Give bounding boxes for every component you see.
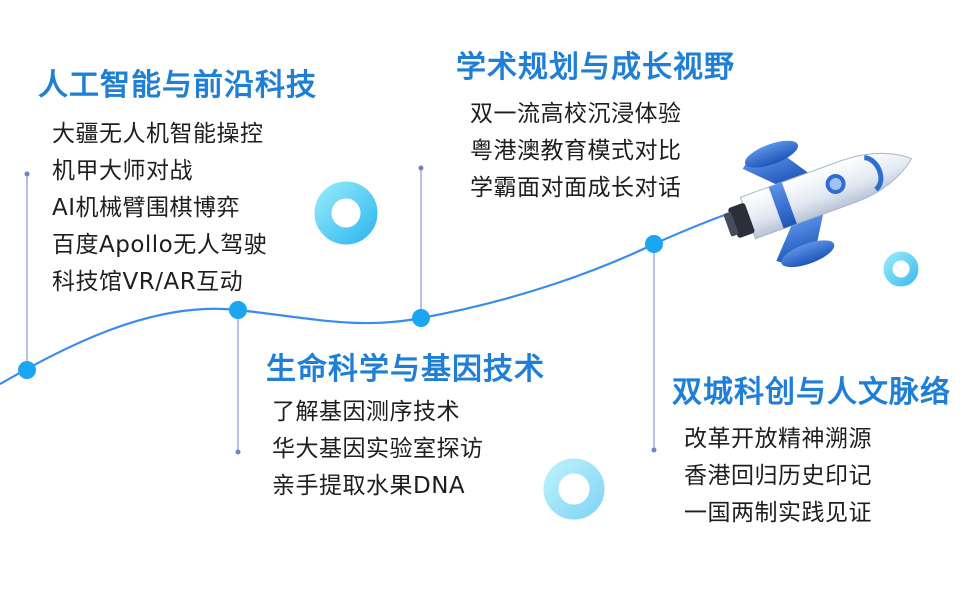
list-item: 大疆无人机智能操控 <box>52 121 264 147</box>
section-title: 学术规划与成长视野 <box>456 50 735 85</box>
section-title: 双城科创与人文脉络 <box>672 375 951 410</box>
section-dual-city: 双城科创与人文脉络 改革开放精神溯源 香港回归历史印记 一国两制实践见证 <box>672 375 951 532</box>
list-item: 科技馆VR/AR互动 <box>52 269 244 295</box>
list-item: 了解基因测序技术 <box>272 399 460 425</box>
list-item: 学霸面对面成长对话 <box>470 175 682 201</box>
timeline-dot-bio <box>229 301 247 319</box>
timeline-dot-plan <box>412 309 430 327</box>
list-item: 改革开放精神溯源 <box>684 426 872 452</box>
list-item: 百度Apollo无人驾驶 <box>52 232 268 258</box>
list-item: 一国两制实践见证 <box>684 500 872 526</box>
connector-cap-bio <box>235 449 241 455</box>
list-item: 机甲大师对战 <box>52 158 193 184</box>
list-item: 粤港澳教育模式对比 <box>470 138 682 164</box>
connector-cap-ai <box>24 171 30 177</box>
list-item: AI机械臂围棋博弈 <box>52 195 241 221</box>
section-academic-planning: 学术规划与成长视野 双一流高校沉浸体验 粤港澳教育模式对比 学霸面对面成长对话 <box>456 50 735 207</box>
timeline-dot-ai <box>18 361 36 379</box>
ring-decoration-1 <box>314 181 378 245</box>
rocket-icon <box>723 140 913 268</box>
section-ai-tech: 人工智能与前沿科技 大疆无人机智能操控 机甲大师对战 AI机械臂围棋博弈 百度A… <box>38 68 317 301</box>
section-title: 生命科学与基因技术 <box>266 352 545 387</box>
ring-decoration-3 <box>543 458 605 520</box>
section-life-science: 生命科学与基因技术 了解基因测序技术 华大基因实验室探访 亲手提取水果DNA <box>266 352 545 505</box>
section-items: 大疆无人机智能操控 机甲大师对战 AI机械臂围棋博弈 百度Apollo无人驾驶 … <box>52 116 317 301</box>
connector-cap-plan <box>418 165 424 171</box>
list-item: 香港回归历史印记 <box>684 463 872 489</box>
connector-cap-city <box>651 447 657 453</box>
list-item: 亲手提取水果DNA <box>272 473 466 499</box>
section-title: 人工智能与前沿科技 <box>38 68 317 103</box>
section-items: 改革开放精神溯源 香港回归历史印记 一国两制实践见证 <box>684 421 951 532</box>
list-item: 华大基因实验室探访 <box>272 436 484 462</box>
section-items: 了解基因测序技术 华大基因实验室探访 亲手提取水果DNA <box>272 394 545 505</box>
timeline-dot-city <box>645 235 663 253</box>
list-item: 双一流高校沉浸体验 <box>470 101 682 127</box>
ring-decoration-2 <box>883 251 919 287</box>
section-items: 双一流高校沉浸体验 粤港澳教育模式对比 学霸面对面成长对话 <box>470 96 735 207</box>
